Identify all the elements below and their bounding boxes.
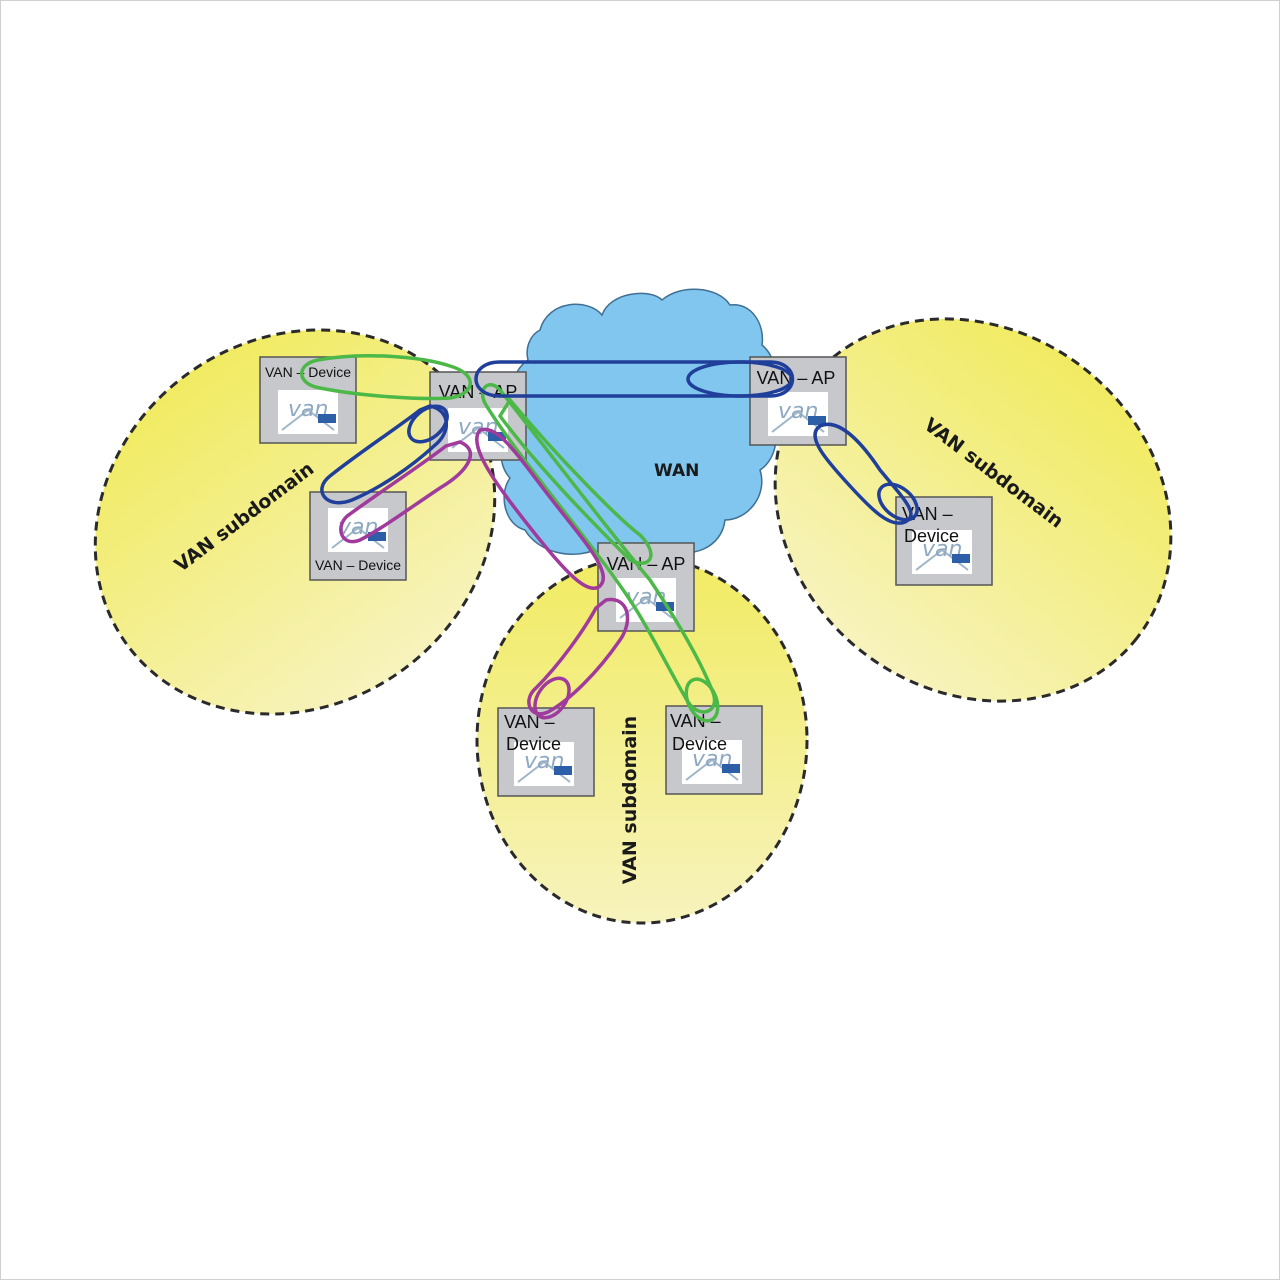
dev-right-label-line2: Device (904, 526, 959, 546)
tunnel-purple-ap-left-to-dev-bottom-left (475, 427, 630, 720)
dev-right-label-line1: VAN – (902, 504, 953, 524)
tunnel-green-device-to-ap-left (300, 354, 472, 401)
tunnel-green-end-dev-bottom-right (684, 677, 720, 723)
tunnel-blue-ap-right-to-dev-right (813, 422, 919, 525)
dev-left-top-label: VAN – Device (265, 364, 351, 380)
wan-label: WAN (654, 461, 699, 481)
dev-right: VAN – Device (895, 496, 993, 586)
ap-right-label: VAN – AP (757, 368, 836, 388)
ap-right: VAN – AP (749, 356, 847, 446)
dev-bottom-right: VAN – Device (665, 705, 763, 795)
tunnel-blue-ap-left-to-ap-right (474, 360, 795, 398)
dev-bottom-right-label-line2: Device (672, 734, 727, 754)
dev-left-bottom-label: VAN – Device (315, 557, 401, 573)
wan-cloud (500, 288, 778, 563)
dev-left-top: VAN – Device (259, 356, 357, 444)
dev-bottom-left-label-line1: VAN – (504, 712, 555, 732)
dev-left-bottom: VAN – Device (309, 491, 407, 581)
tunnel-blue-ap-left-to-dev-left-bottom (320, 404, 449, 505)
tunnel-purple-ap-left-to-dev-left-bottom (339, 440, 473, 544)
subdomain-bottom (475, 555, 809, 925)
ap-bottom: VAN – AP (597, 542, 695, 632)
dev-bottom-right-label-line1: VAN – (670, 711, 721, 731)
dev-bottom-left-label-line2: Device (506, 734, 561, 754)
dev-bottom-left: VAN – Device (497, 707, 595, 797)
subdomain-bottom-label: VAN subdomain (619, 716, 641, 884)
